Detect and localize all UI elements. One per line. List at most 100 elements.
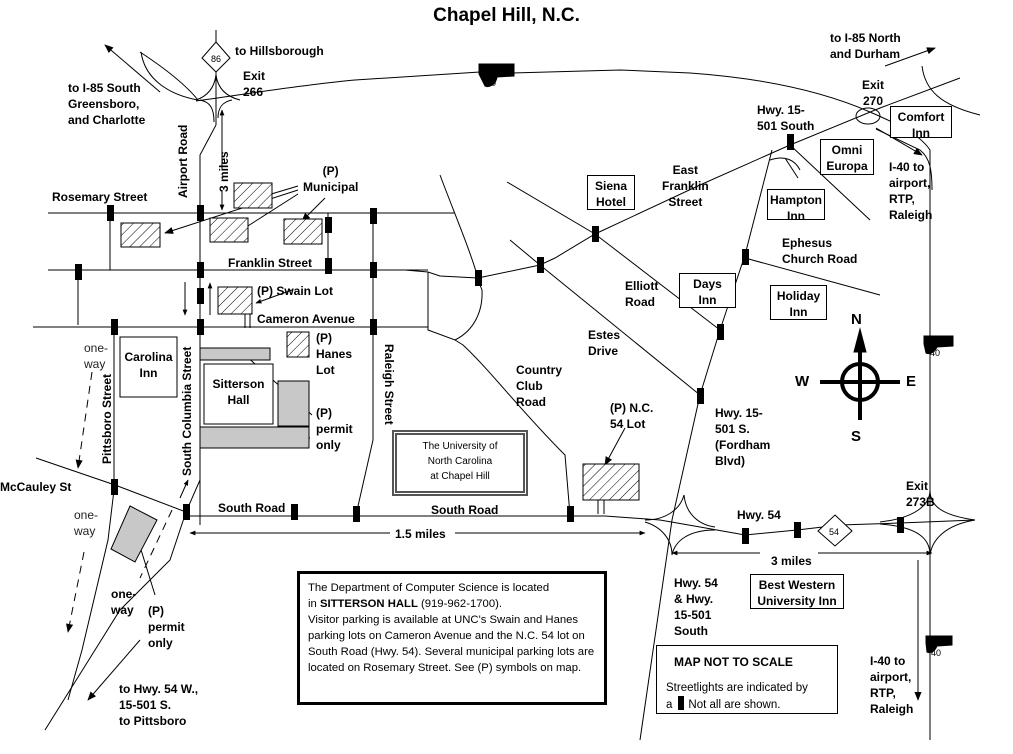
- label-nc54-lot: (P) N.C. 54 Lot: [610, 401, 654, 431]
- arrow-south-col: [179, 479, 189, 499]
- lot-municipal-1: [233, 182, 273, 209]
- label-permit-1: (P) permit only: [316, 406, 353, 452]
- label-country-club: Country Club Road: [516, 363, 562, 409]
- info-box: The Department of Computer Science is lo…: [297, 571, 607, 705]
- road-ephesus: [744, 257, 881, 296]
- hotel-days-inn: Days Inn: [679, 273, 736, 308]
- streetlight-icon: [742, 249, 749, 265]
- hotel-omni-europa: Omni Europa: [820, 139, 874, 175]
- lot-municipal-2: [120, 222, 161, 248]
- arrow-i40-top: [875, 127, 923, 156]
- info-rest: Visitor parking is available at UNC's Sw…: [308, 614, 595, 674]
- arrow-i85-south: [104, 44, 161, 93]
- streetlight-icon: [75, 264, 82, 280]
- label-3mi-hwy54: 3 miles: [771, 554, 812, 568]
- label-i40-bottom: I-40 to airport, RTP, Raleigh: [870, 654, 914, 716]
- road-south-columbia: [44, 327, 201, 731]
- arrow-municipal-3: [239, 193, 299, 232]
- unc-box: The University of North Carolina at Chap…: [392, 430, 528, 496]
- shield-nc86: [201, 41, 231, 73]
- legend-box: MAP NOT TO SCALE Streetlights are indica…: [656, 645, 838, 714]
- label-municipal: (P) Municipal: [303, 164, 359, 194]
- arrow-nc54: [604, 427, 626, 466]
- road-east-franklin: [404, 144, 791, 279]
- label-estes: Estes Drive: [588, 328, 621, 358]
- streetlight-icon: [197, 205, 204, 221]
- pittsboro-oneway-dashed: [75, 371, 93, 469]
- streetlight-icon: [197, 288, 204, 304]
- columbia-oneway-dashed: [139, 509, 173, 579]
- lot-municipal-3: [209, 217, 249, 243]
- label-to-hillsborough: to Hillsborough: [235, 44, 324, 58]
- legend-title: MAP NOT TO SCALE: [674, 655, 793, 669]
- label-swain: (P) Swain Lot: [257, 284, 333, 298]
- streetlight-icon: [717, 324, 724, 340]
- streetlight-icon: [291, 504, 298, 520]
- streetlight-icon: [475, 270, 482, 286]
- compass-e: E: [906, 373, 917, 390]
- label-franklin: Franklin Street: [228, 256, 313, 270]
- label-south-columbia: South Columbia Street: [180, 346, 194, 476]
- shield-i40-a: [478, 63, 515, 87]
- road-pittsboro-arrow: [87, 639, 141, 701]
- label-oneway-c: one- way: [111, 587, 137, 617]
- road-1550-north: [789, 77, 961, 146]
- road-i85-south: [139, 51, 199, 101]
- road-south-road: [186, 515, 976, 536]
- swain-stem: [244, 314, 251, 328]
- shield-nc54-label: 54: [829, 527, 840, 537]
- info-sitterson-bold: SITTERSON HALL: [319, 598, 418, 610]
- label-cameron: Cameron Avenue: [257, 312, 355, 326]
- streetlight-icon: [107, 205, 114, 221]
- compass-w: W: [795, 373, 810, 390]
- label-east-franklin: East Franklin Street: [662, 163, 709, 209]
- streetlight-icon: [197, 262, 204, 278]
- label-oneway-a: one- way: [84, 341, 109, 371]
- streetlight-icon: [197, 319, 204, 335]
- streetlight-icon: [183, 504, 190, 520]
- label-exit-273b: Exit 273B: [906, 479, 935, 509]
- exit-270: [855, 107, 881, 125]
- streetlight-icon: [370, 319, 377, 335]
- streetlight-icon: [370, 262, 377, 278]
- info-line1: The Department of Computer Science is lo…: [308, 582, 550, 594]
- streetlight-icon: [111, 479, 118, 495]
- streetlight-icon: [353, 506, 360, 522]
- road-hwy15501-fordham: [639, 149, 773, 741]
- road-hwy15501-loop: [769, 144, 871, 221]
- streetlight-icon: [370, 208, 377, 224]
- streetlight-icon: [897, 517, 904, 533]
- label-elliott: Elliott Road: [625, 279, 659, 309]
- map-title: Chapel Hill, N.C.: [433, 5, 580, 26]
- label-exit-270: Exit 270: [862, 78, 885, 108]
- unc-label: The University of North Carolina at Chap…: [422, 441, 498, 482]
- streetlight-icon: [325, 258, 332, 274]
- label-hwy54: Hwy. 54: [737, 508, 781, 522]
- shield-i40-b: [923, 335, 954, 355]
- lot-permit-south: [110, 505, 158, 563]
- exit-266-loops: [195, 74, 241, 123]
- lot-swain: [217, 286, 253, 315]
- label-hanes: (P) Hanes Lot: [316, 331, 353, 377]
- arrow-i85-north: [884, 47, 936, 67]
- building-carolina-inn: [119, 336, 178, 398]
- hotel-best-western: Best Western University Inn: [750, 574, 844, 609]
- label-i40-top: I-40 to airport, RTP, Raleigh: [889, 160, 933, 222]
- label-to-i85-north: to I-85 North and Durham: [830, 31, 901, 61]
- label-airport-road: Airport Road: [176, 124, 190, 198]
- compass-rose: [820, 327, 900, 420]
- building-sitterson: [203, 363, 274, 425]
- label-ephesus: Ephesus Church Road: [782, 236, 858, 266]
- lot-nc54: [582, 463, 640, 501]
- road-north-raleigh: [439, 174, 479, 279]
- cloverleaf-west: [644, 494, 716, 556]
- label-to-i85-south: to I-85 South Greensboro, and Charlotte: [68, 81, 146, 127]
- compass-n: N: [851, 311, 862, 328]
- label-1-5mi: 1.5 miles: [395, 527, 446, 541]
- arrow-municipal-4: [301, 197, 326, 222]
- streetlight-icon: [567, 506, 574, 522]
- label-mccauley: McCauley St: [0, 480, 72, 494]
- label-carolina-inn: Carolina Inn: [124, 350, 173, 380]
